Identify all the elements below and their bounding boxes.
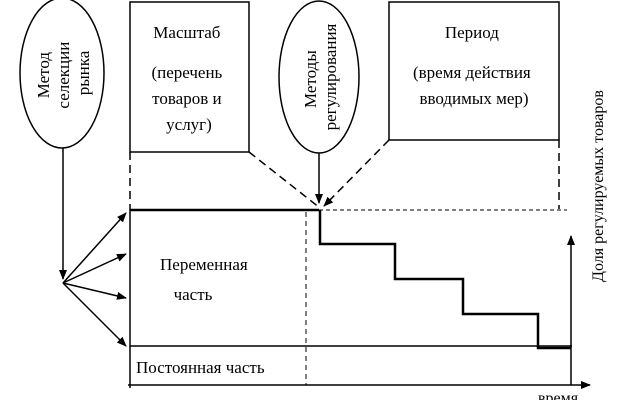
period-box-line-2: (время действия	[413, 63, 531, 82]
market-ellipse-line-3: рынка	[74, 50, 93, 95]
constant-part-label: Постоянная часть	[136, 358, 265, 377]
svg-text:Метод селекции рын: Метод селекции рынка	[34, 37, 93, 108]
variable-part-line-1: Переменная	[160, 255, 248, 274]
market-ellipse-line-1: Метод	[34, 52, 53, 99]
period-box: Период (время действия вводимых мер)	[388, 1, 560, 141]
period-box-line-3: вводимых мер)	[419, 89, 528, 108]
svg-text:Период (время действия: Период (время действия вводимых мер)	[413, 23, 535, 108]
methods-ellipse-line-1: Методы	[301, 50, 320, 108]
x-axis-label: время	[538, 390, 579, 400]
scale-box-line-2: (перечень	[151, 63, 222, 82]
scale-box-line-1: Масштаб	[153, 23, 220, 42]
selection-arrows	[59, 148, 127, 347]
regulation-methods-ellipse: Методы регулирования	[278, 0, 360, 154]
methods-ellipse-line-2: регулирования	[321, 23, 340, 130]
chart-frame	[128, 208, 591, 389]
market-selection-ellipse: Метод селекции рынка	[19, 0, 105, 149]
projection-lines	[129, 139, 560, 210]
variable-part-label: Переменная часть	[160, 255, 252, 304]
svg-text:Масштаб (перечень: Масштаб (перечень товаров и услуг)	[151, 23, 226, 134]
scale-box-line-4: услуг)	[166, 115, 212, 134]
scale-box: Масштаб (перечень товаров и услуг)	[129, 1, 250, 153]
period-box-line-1: Период	[445, 23, 499, 42]
market-ellipse-line-2: селекции	[54, 42, 73, 109]
scale-box-line-3: товаров и	[152, 89, 221, 108]
y-axis-label: Доля регулируемых товаров	[590, 90, 607, 282]
variable-part-line-2: часть	[174, 285, 213, 304]
regulated-share-step-line	[318, 210, 571, 350]
svg-text:Методы регулирования: Методы регулирования	[301, 23, 340, 130]
